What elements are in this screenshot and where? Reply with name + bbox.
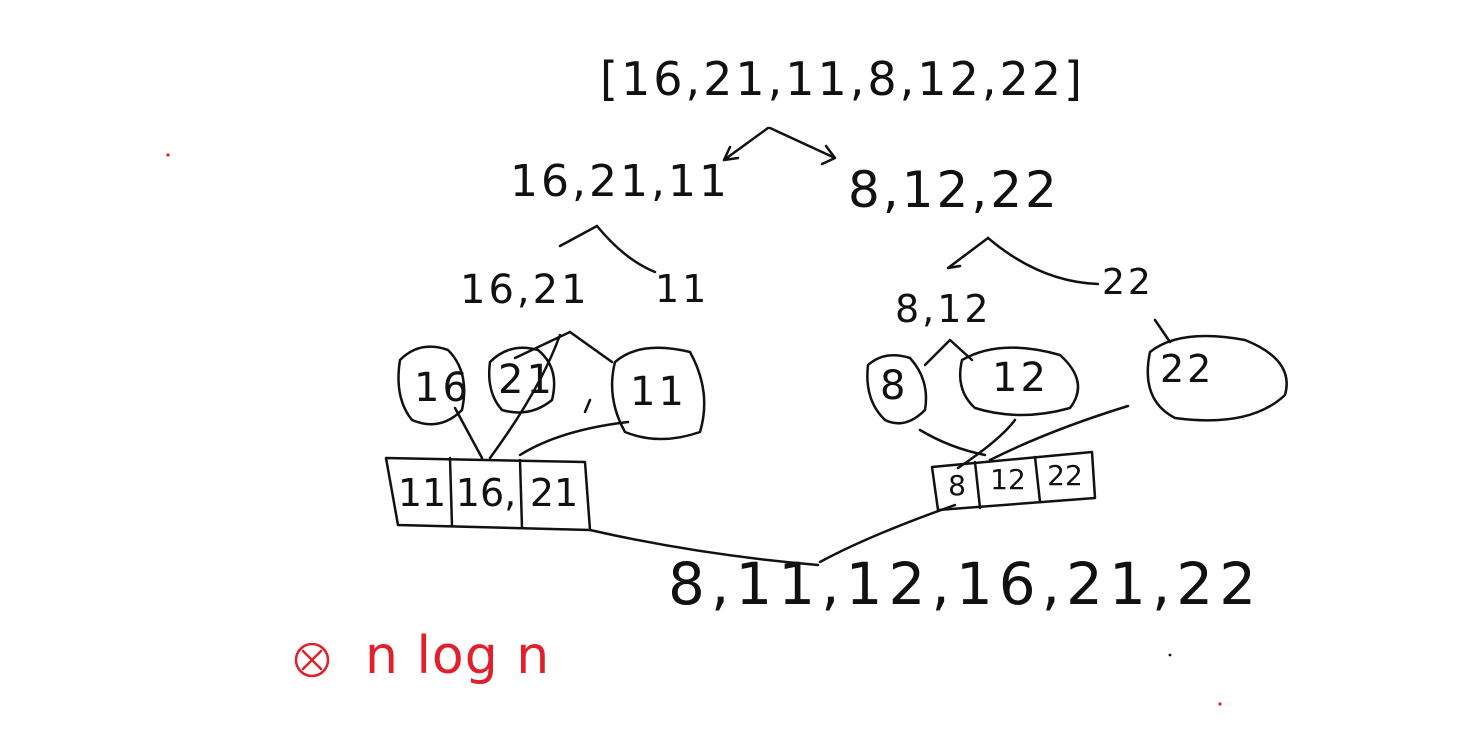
circle-8 [866, 353, 928, 425]
merge-line-11 [518, 420, 630, 457]
root-array-label: [16,21,11,8,12,22] [600, 52, 1085, 106]
level2-right-single-label: 22 [1102, 262, 1154, 303]
circle-11 [610, 346, 706, 441]
merged-left-cell-2: 16, [455, 471, 517, 515]
branch-left-a [558, 224, 599, 248]
merge-line-22 [988, 404, 1130, 462]
merged-left-cell-3: 21 [529, 471, 579, 515]
level1-right-label: 8,12,22 [848, 161, 1060, 219]
leaf-11-label: 11 [630, 369, 687, 415]
circle-21 [488, 346, 556, 414]
merged-box-left-div1 [448, 456, 454, 528]
merged-box-right-div2 [1033, 455, 1042, 504]
merged-box-right-frame [930, 450, 1097, 512]
merged-left-cell-1: 11 [397, 471, 447, 515]
red-dot-2 [1218, 702, 1222, 706]
level2-left-pair-label: 16,21 [460, 267, 590, 313]
leaf-16-label: 16 [414, 365, 471, 411]
level2-left-single-label: 11 [655, 267, 710, 311]
merged-right-cell-1: 8 [948, 469, 966, 502]
merge-line-8 [918, 428, 987, 457]
level1-left-label: 16,21,11 [510, 156, 730, 207]
merged-box-right-div1 [973, 460, 982, 510]
stray-comma [583, 398, 592, 414]
complexity-note: n log n [365, 626, 551, 686]
branch-8-12 [923, 338, 974, 367]
merged-box-left-div2 [518, 458, 524, 530]
leaf-21-label: 21 [498, 357, 555, 403]
final-sorted-label: 8,11,12,16,21,22 [668, 550, 1263, 618]
branch-right-b [986, 236, 1100, 286]
arrow-right [768, 126, 837, 166]
final-merge-right [818, 503, 957, 564]
level2-right-pair-label: 8,12 [895, 287, 992, 331]
branch-right-a [946, 236, 990, 270]
merge-line-16 [453, 406, 484, 460]
arrow-left [722, 126, 770, 162]
red-circled-x-icon [294, 642, 330, 678]
circle-16 [397, 345, 466, 426]
branch-left-b [595, 224, 657, 274]
circle-12 [958, 346, 1080, 417]
leaf-12-label: 12 [992, 355, 1049, 401]
circle-22 [1146, 334, 1288, 422]
merged-right-cell-3: 22 [1047, 459, 1083, 492]
branch-22 [1153, 318, 1172, 344]
leaf-8-label: 8 [880, 363, 909, 409]
ink-dot [1168, 653, 1172, 657]
red-x-mark [301, 649, 323, 671]
leaf-22-label: 22 [1160, 347, 1215, 391]
final-merge-left [588, 528, 820, 567]
merged-right-cell-2: 12 [990, 463, 1026, 496]
merge-line-21 [488, 333, 562, 460]
red-dot-1 [166, 153, 170, 157]
